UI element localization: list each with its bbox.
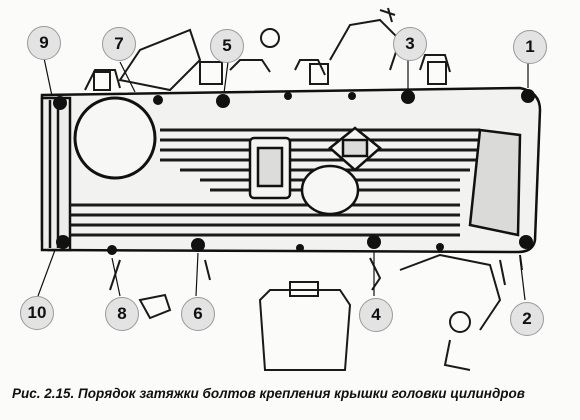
bolt-2 [519,235,533,249]
bolt-10 [56,235,70,249]
bolts [53,89,535,255]
bolt-8 [107,245,117,255]
callout-1: 1 [513,30,547,64]
center-badge [248,126,382,216]
callout-9: 9 [27,26,61,60]
left-end-cap [40,96,72,252]
callout-3: 3 [393,27,427,61]
cover-ribs [70,128,480,237]
callout-5: 5 [210,29,244,63]
bolt-7 [153,95,163,105]
bolt-6 [191,238,205,252]
bolt-4 [367,235,381,249]
leader-lines [37,57,529,301]
lower-engine-sketch [109,253,523,371]
callout-2: 2 [510,302,544,336]
callout-10: 10 [20,296,54,330]
right-end-insert [468,128,522,237]
intake-manifold-sketch [84,7,451,92]
bolt-9 [53,96,67,110]
figure-caption: Рис. 2.15. Порядок затяжки болтов крепле… [12,386,525,401]
bolt-1 [521,89,535,103]
oil-filler-cap [73,96,157,180]
bolt-3 [401,90,415,104]
bolt-5 [216,94,230,108]
callout-7: 7 [102,27,136,61]
callout-4: 4 [359,298,393,332]
callout-6: 6 [181,297,215,331]
callout-8: 8 [105,297,139,331]
